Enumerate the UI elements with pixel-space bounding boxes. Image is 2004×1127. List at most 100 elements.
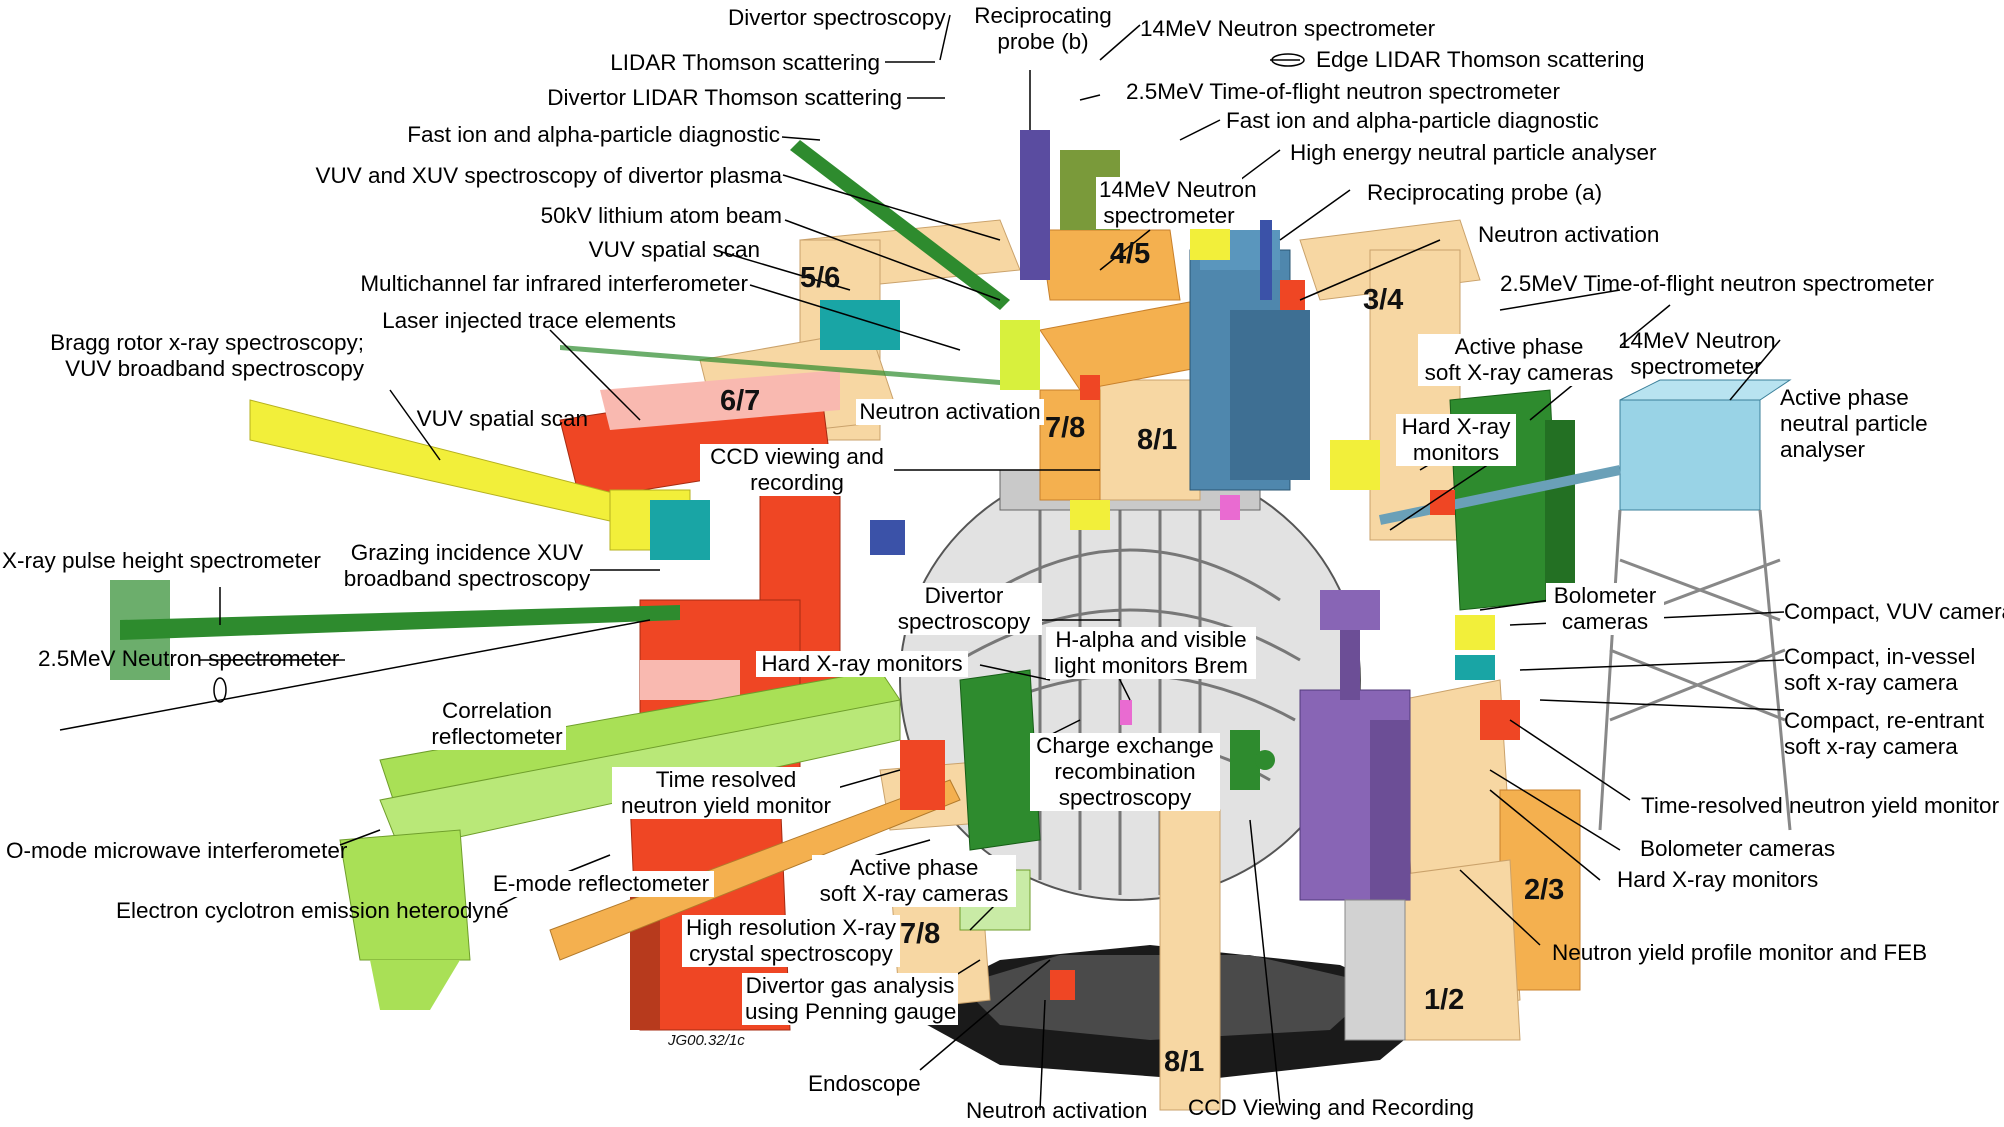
red-small-e	[900, 740, 945, 810]
green-support	[110, 580, 170, 680]
label-time-resolved-left: Time resolved neutron yield monitor	[612, 767, 840, 819]
label-vuv-spatial-scan-top: VUV spatial scan	[588, 237, 760, 262]
label-lithium-beam: 50kV lithium atom beam	[540, 203, 782, 228]
label-emode: E-mode reflectometer	[488, 871, 714, 897]
octant-label-4-5: 4/5	[1110, 238, 1151, 270]
label-14mev-spectrometer-right: 14MeV Neutron spectrometer	[1618, 328, 1776, 379]
octant-label-7-8-bottom: 7/8	[900, 918, 941, 950]
label-laser-trace: Laser injected trace elements	[382, 308, 676, 333]
label-neutron-activation-bottom: Neutron activation	[966, 1098, 1148, 1123]
ece-support	[339, 829, 471, 961]
label-compact-in-vessel: Compact, in-vessel soft x-ray camera	[1784, 644, 1976, 695]
edge-lidar-ring	[1271, 53, 1305, 67]
ece-leg	[370, 960, 460, 1010]
label-tof-right: 2.5MeV Time-of-flight neutron spectromet…	[1500, 271, 1934, 296]
octant-label-2-3: 2/3	[1524, 874, 1565, 906]
teal-compact	[1455, 655, 1495, 680]
blue-small	[870, 520, 905, 555]
label-reciprocating-probe-a: Reciprocating probe (a)	[1367, 180, 1603, 205]
label-hard-xray-top: Hard X-ray monitors	[1396, 414, 1516, 466]
label-bragg-rotor: Bragg rotor x-ray spectroscopy; VUV broa…	[50, 330, 364, 381]
pink-block	[640, 660, 740, 700]
yellow-compact	[1455, 615, 1495, 650]
green-block-right-side	[1545, 420, 1575, 600]
label-endoscope: Endoscope	[808, 1071, 921, 1096]
label-14mev-spectrometer-mid: 14MeV Neutron spectrometer	[1096, 177, 1257, 229]
trace-elements-line	[560, 345, 1000, 385]
label-compact-vuv: Compact, VUV camera	[1784, 599, 2004, 624]
label-correlation-reflectometer: Correlation reflectometer	[428, 698, 566, 750]
frame-81-bottom	[1159, 809, 1221, 1111]
label-hard-xray-mid: Hard X-ray monitors	[756, 651, 968, 677]
lime-box	[1000, 320, 1040, 360]
yellow-small-b	[1070, 500, 1110, 530]
label-grazing-xuv: Grazing incidence XUV broadband spectros…	[343, 540, 591, 591]
label-xray-pulse: X-ray pulse height spectrometer	[2, 548, 321, 573]
purple-side	[1370, 720, 1410, 900]
npa-box	[1619, 399, 1761, 511]
octant-label-3-4: 3/4	[1363, 284, 1404, 316]
octant-label-1-2: 1/2	[1424, 984, 1465, 1016]
label-2-5mev-spectrometer: 2.5MeV Neutron spectrometer	[38, 646, 340, 671]
label-tof-top: 2.5MeV Time-of-flight neutron spectromet…	[1126, 79, 1560, 104]
red-small-b	[1280, 280, 1305, 310]
label-vuv-spatial-scan-left: VUV spatial scan	[416, 406, 588, 431]
purple-probe	[1020, 130, 1050, 280]
npa-top	[1619, 379, 1792, 401]
figure-code: JG00.32/1c	[668, 1032, 745, 1049]
yellow-small-c	[1330, 440, 1380, 490]
octant-label-5-6: 5/6	[800, 262, 841, 294]
label-h-alpha: H-alpha and visible light monitors Brem	[1046, 627, 1256, 679]
n25-ring	[213, 677, 227, 703]
label-active-phase-npa: Active phase neutral particle analyser	[1780, 385, 1928, 462]
pink-port-upper	[600, 370, 840, 430]
label-reciprocating-probe-b: Reciprocating probe (b)	[974, 3, 1112, 54]
teal-box-left	[650, 500, 710, 560]
lime-box-2	[1000, 360, 1040, 390]
label-divertor-lidar: Divertor LIDAR Thomson scattering	[547, 85, 902, 110]
red-compact	[1480, 700, 1520, 740]
label-ccd-viewing: CCD viewing and recording	[700, 444, 894, 496]
green-circle	[1255, 750, 1275, 770]
blue-probe-a	[1260, 220, 1272, 300]
label-bolometer-top: Bolometer cameras	[1546, 583, 1664, 635]
label-neutron-activation-top: Neutron activation	[1478, 222, 1660, 247]
label-divertor-gas: Divertor gas analysis using Penning gaug…	[742, 973, 958, 1025]
label-divertor-spectroscopy-top: Divertor spectroscopy	[728, 5, 946, 30]
fast-ion-beam	[790, 140, 1010, 310]
label-active-phase-sxr-bottom: Active phase soft X-ray cameras	[812, 855, 1016, 907]
label-omode: O-mode microwave interferometer	[6, 838, 348, 863]
red-small-d	[1050, 970, 1075, 1000]
green-long-beam	[120, 605, 680, 640]
octant-label-6-7: 6/7	[720, 385, 761, 417]
halpha-pink	[1120, 700, 1132, 725]
frame-78-top	[1039, 389, 1101, 501]
label-lidar-thomson: LIDAR Thomson scattering	[610, 50, 880, 75]
label-vuv-xuv-divertor: VUV and XUV spectroscopy of divertor pla…	[315, 163, 782, 188]
label-charge-exchange: Charge exchange recombination spectrosco…	[1030, 733, 1220, 811]
label-14mev-spectrometer-top: 14MeV Neutron spectrometer	[1140, 16, 1436, 41]
octant-label-8-1-top: 8/1	[1137, 424, 1178, 456]
teal-box-top	[820, 300, 900, 350]
orange-tube	[549, 779, 961, 961]
label-fir-interferometer: Multichannel far infrared interferometer	[360, 271, 748, 296]
label-ece-heterodyne: Electron cyclotron emission heterodyne	[116, 898, 509, 923]
label-neutron-activation-mid: Neutron activation	[856, 399, 1044, 425]
label-fast-ion-left: Fast ion and alpha-particle diagnostic	[407, 122, 780, 147]
red-small-a	[1080, 375, 1100, 400]
octant-label-8-1-bottom: 8/1	[1164, 1046, 1205, 1078]
label-divertor-spectroscopy-mid: Divertor spectroscopy	[886, 583, 1042, 635]
npa-stand	[1598, 509, 1792, 831]
label-neutron-yield-profile: Neutron yield profile monitor and FEB	[1552, 940, 1928, 965]
label-active-phase-sxr-top: Active phase soft X-ray cameras	[1418, 334, 1620, 386]
label-time-resolved-right: Time-resolved neutron yield monitor	[1641, 793, 2000, 818]
label-hard-xray-bottom: Hard X-ray monitors	[1617, 867, 1819, 892]
octant-label-7-8-top: 7/8	[1045, 412, 1086, 444]
blue-tower-side	[1230, 310, 1310, 480]
green-block-mid	[959, 669, 1041, 851]
label-edge-lidar: Edge LIDAR Thomson scattering	[1316, 47, 1645, 72]
pink-small	[1220, 495, 1240, 520]
frame-81-top	[1099, 379, 1201, 501]
label-high-res-xray: High resolution X-ray crystal spectrosco…	[682, 915, 900, 967]
